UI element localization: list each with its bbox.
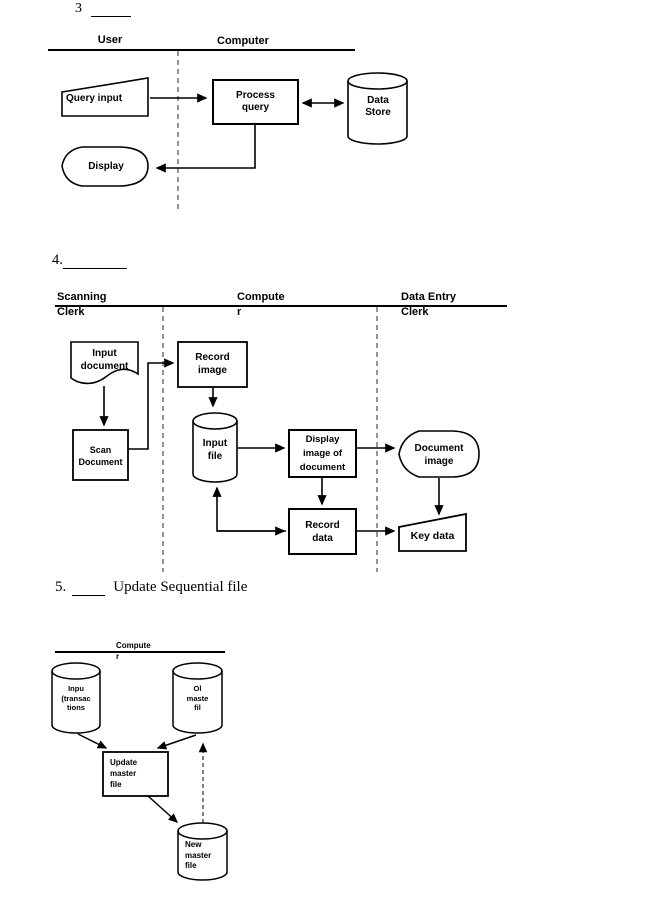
q3-column-user: User	[97, 34, 123, 46]
q3-caption-number: 3	[75, 1, 82, 16]
document-image-label: Document image	[414, 443, 464, 467]
key-data-shape	[398, 512, 467, 552]
q4-diagram	[55, 305, 507, 572]
edge-scan-document-to-record-image	[128, 358, 175, 450]
key-data-label: Key data	[410, 530, 455, 542]
input-document-label: Input document	[80, 348, 129, 372]
input-transactions-shape	[51, 662, 101, 734]
input-transactions-label: Inpu (transac tions	[61, 684, 91, 712]
q3-caption: 3	[75, 1, 131, 17]
scan-document-shape	[72, 429, 129, 481]
q3-column-computer: Computer	[217, 35, 269, 47]
edge-record-data-to-input-file	[212, 486, 286, 532]
query-input-label: Query input	[66, 93, 123, 104]
edge-input-transactions-to-update	[77, 733, 108, 749]
input-file-shape	[192, 412, 238, 483]
display-label: Display	[88, 161, 124, 172]
input-file-label: Input file	[202, 438, 228, 462]
q4-answer-blank	[62, 253, 127, 269]
data-store-shape	[347, 72, 408, 145]
display-shape	[61, 146, 149, 187]
record-data-label: Record data	[305, 520, 340, 544]
old-master-file-shape	[172, 662, 223, 734]
data-store-label: Data Store	[365, 95, 391, 118]
q4-caption-number: 4.	[52, 252, 63, 268]
q5-diagram	[51, 651, 228, 881]
q4-caption: 4.	[52, 252, 127, 269]
edge-process-query-to-display	[155, 124, 256, 173]
record-data-shape	[288, 508, 357, 555]
q5-caption: 5. Update Sequential file	[55, 579, 247, 596]
q4-column-computer: Compute r	[237, 291, 285, 318]
process-query-label: Process query	[236, 90, 275, 113]
q3-answer-blank	[91, 1, 131, 17]
q4-column-data-entry-clerk: Data Entry Clerk	[401, 291, 457, 318]
q3-diagram	[48, 49, 408, 212]
q5-caption-number: 5.	[55, 579, 67, 595]
edge-old-master-to-update	[156, 734, 197, 750]
record-image-label: Record image	[195, 352, 230, 376]
edge-update-to-new-master	[147, 795, 179, 823]
q4-column-scanning-clerk: Scanning Clerk	[57, 291, 107, 318]
query-input-shape	[61, 77, 149, 117]
new-master-file-shape	[177, 822, 228, 881]
q5-answer-blank	[72, 579, 106, 596]
update-master-file-shape	[102, 751, 169, 797]
input-document-shape	[70, 341, 139, 385]
document-image-shape	[398, 430, 480, 478]
q5-caption-text: Update Sequential file	[113, 579, 248, 595]
scan-document-label: Scan Document	[78, 445, 123, 467]
old-master-file-label: Ol maste fil	[186, 684, 209, 712]
display-image-label: Display image of document	[299, 434, 346, 473]
new-master-file-label: New master file	[185, 840, 212, 870]
update-master-file-label: Update master file	[110, 758, 138, 789]
q5-column-computer: Compute r	[116, 641, 151, 661]
record-image-shape	[177, 341, 248, 388]
display-image-shape	[288, 429, 357, 478]
